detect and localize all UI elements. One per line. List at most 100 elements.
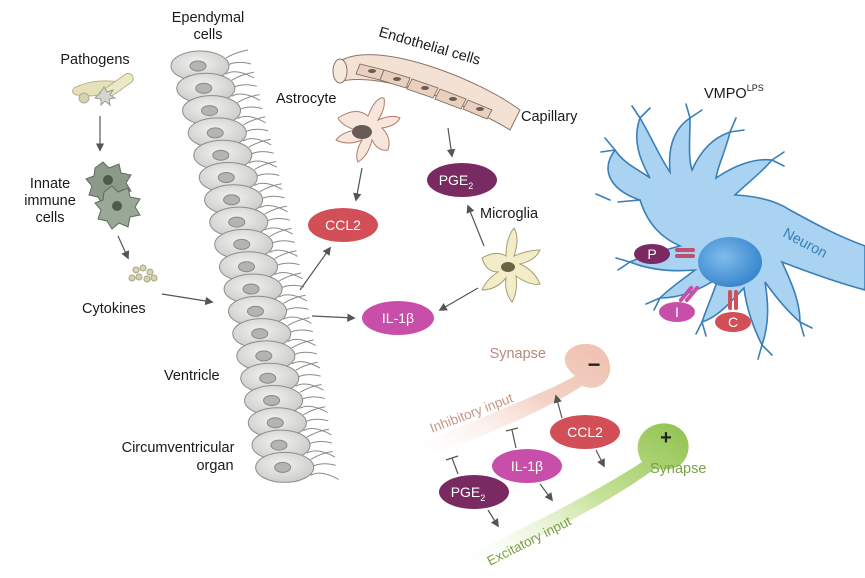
cilium [264, 205, 287, 215]
arrow-ccl2-to-excitatory [595, 449, 605, 468]
cilium [269, 249, 298, 257]
cilium [254, 182, 283, 190]
cilium [295, 383, 324, 391]
pge2-molecule-upper: PGE2 [427, 163, 497, 197]
ependymal-nucleus [274, 461, 292, 473]
cilium [259, 205, 288, 213]
inhibit-mark-pge2 [445, 455, 459, 475]
cilium [306, 428, 330, 438]
svg-text:CCL2: CCL2 [325, 217, 361, 233]
ependymal-nucleus [259, 372, 277, 384]
cilium [274, 271, 303, 280]
cilium [303, 428, 332, 436]
cilium [299, 396, 325, 401]
neuron-nucleus [698, 237, 762, 287]
arrow-ccl2-to-inhibitory [553, 394, 563, 419]
label-ventricle: Ventricle [164, 368, 220, 384]
pge2-molecule-lower: PGE2 [439, 475, 509, 509]
ependymal-nucleus [270, 439, 288, 451]
label-innate-1: Innate [30, 176, 70, 192]
svg-text:C: C [728, 314, 738, 330]
svg-text:IL-1β: IL-1β [382, 310, 414, 326]
ependymal-nucleus [242, 283, 260, 295]
cilium [254, 173, 280, 178]
svg-text:I: I [675, 304, 679, 320]
cilium [264, 227, 293, 235]
cilium [278, 284, 305, 290]
cilium [254, 161, 277, 170]
label-ependymal-2: cells [193, 27, 222, 43]
svg-text:Synapse: Synapse [650, 461, 706, 477]
arrow-capillary-to-pge2 [446, 127, 456, 158]
cytokines-icon [128, 264, 158, 283]
arrow-astrocyte-to-ccl2 [353, 167, 363, 202]
cilium [295, 374, 321, 379]
cilium [242, 138, 272, 146]
il1b-molecule-upper: IL-1β [362, 301, 434, 335]
microglia-icon [481, 227, 541, 303]
cilium [248, 151, 274, 156]
cilium [283, 307, 309, 312]
ependymal-cell-column [170, 49, 339, 483]
cilium [299, 405, 328, 413]
cilium [283, 316, 312, 324]
arrow-ependymal-to-ccl2 [299, 246, 331, 291]
label-cytokines: Cytokines [82, 301, 146, 317]
cilium [242, 116, 266, 126]
astrocyte-icon [335, 97, 401, 163]
label-microglia: Microglia [480, 206, 539, 222]
label-vmpo: VMPOLPS [704, 83, 764, 102]
label-innate-3: cells [35, 210, 64, 226]
cilium [310, 472, 339, 480]
arrow-immune-to-cytokines [117, 235, 130, 260]
label-circumventricular-1: Circumventricular [122, 440, 235, 456]
cilium [283, 294, 306, 304]
cilium [274, 250, 297, 260]
label-astrocyte: Astrocyte [276, 91, 336, 107]
ependymal-nucleus [189, 60, 207, 72]
cilium [231, 93, 261, 101]
arrow-microglia-to-il1b [438, 287, 479, 311]
label-innate-2: immune [24, 193, 76, 209]
label-capillary: Capillary [521, 109, 578, 125]
label-pathogens: Pathogens [60, 52, 129, 68]
svg-text:+: + [660, 427, 672, 449]
ependymal-nucleus [195, 82, 213, 94]
ependymal-nucleus [247, 305, 265, 317]
ependymal-nucleus [223, 194, 241, 206]
cilium [287, 317, 310, 327]
cilium [269, 227, 292, 237]
cilium [310, 463, 336, 468]
ependymal-nucleus [212, 149, 230, 161]
pathogens-icon [72, 72, 134, 107]
cilium [291, 339, 314, 349]
cilium [287, 329, 313, 335]
label-ependymal-1: Ependymal [172, 10, 245, 26]
arrow-pge2-to-excitatory [487, 509, 499, 528]
cilium [291, 361, 321, 369]
cilium [242, 128, 269, 134]
ependymal-nucleus [206, 127, 224, 139]
ependymal-nucleus [201, 105, 219, 117]
cilium [278, 294, 308, 302]
ependymal-nucleus [233, 238, 251, 250]
ependymal-nucleus [217, 172, 235, 183]
cilium [231, 84, 257, 89]
cilium [225, 71, 255, 79]
cilium [225, 49, 249, 59]
svg-text:CCL2: CCL2 [567, 424, 603, 440]
cilium [269, 240, 295, 245]
cilium [231, 71, 254, 81]
arrow-cytokines-to-ependymal [161, 293, 214, 306]
cilium [287, 338, 316, 347]
cilium [248, 138, 271, 148]
ependymal-nucleus [251, 328, 269, 340]
receptor-c: C [715, 290, 751, 332]
svg-text:IL-1β: IL-1β [511, 458, 543, 474]
cilium [237, 94, 260, 104]
receptor-p: P [634, 244, 695, 264]
cilium [237, 115, 266, 124]
capillary-vessel [332, 54, 521, 131]
